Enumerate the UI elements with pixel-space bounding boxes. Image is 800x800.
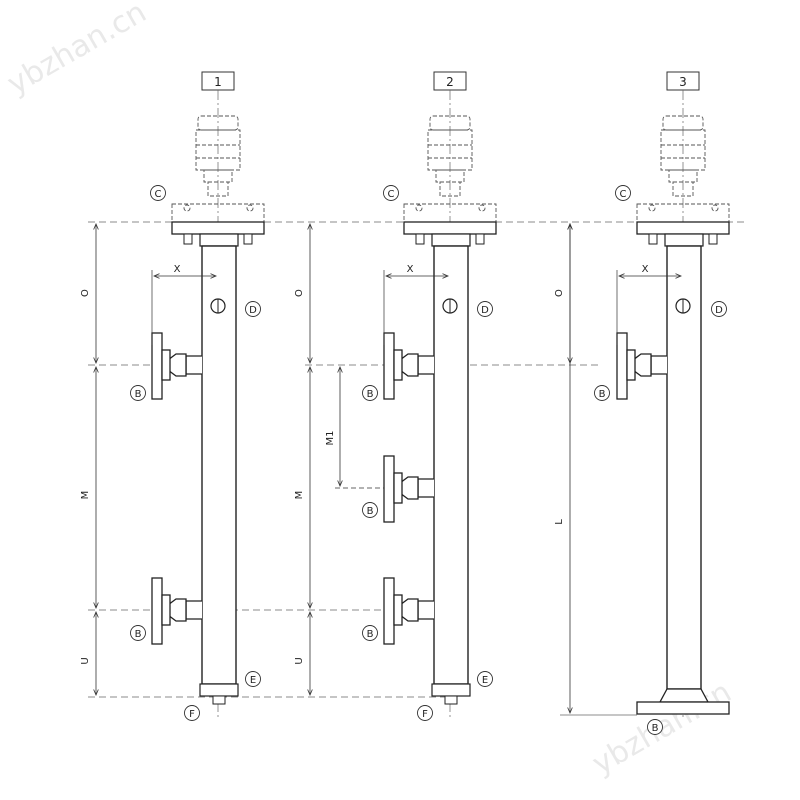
variant-3-callout-B-bottom: B bbox=[652, 723, 659, 734]
variant-1-callout-F: F bbox=[189, 709, 195, 720]
variant-1-transmitter-head bbox=[171, 115, 265, 223]
variant-2-bottom-cap bbox=[431, 683, 471, 697]
variant-3-chamber bbox=[666, 245, 702, 690]
variant-3-dim-X: X bbox=[642, 264, 649, 275]
variant-2: 2 bbox=[294, 71, 497, 721]
variant-3-callouts bbox=[594, 185, 727, 735]
variant-1-callout-C: C bbox=[155, 189, 162, 200]
shared-extension-lines bbox=[88, 221, 748, 698]
variant-2-dim-O: O bbox=[294, 289, 305, 297]
variant-1-callout-D: D bbox=[249, 305, 257, 316]
variant-1-callout-B-lower: B bbox=[135, 629, 142, 640]
variant-3-top-flange bbox=[636, 221, 730, 235]
variant-2-dim-U: U bbox=[294, 657, 305, 664]
variant-2-drain bbox=[444, 695, 458, 705]
variant-2-callout-B-upper: B bbox=[367, 389, 374, 400]
variant-1-callouts bbox=[130, 185, 261, 721]
variant-3: 3 bbox=[554, 71, 730, 735]
variant-1-dim-M: M bbox=[80, 491, 91, 500]
variant-1-upper-nozzle bbox=[151, 332, 202, 400]
variant-3-callout-C: C bbox=[620, 189, 627, 200]
variant-3-dim-O: O bbox=[554, 289, 565, 297]
variant-1-chamber bbox=[201, 245, 237, 685]
variant-2-top-flange bbox=[403, 221, 497, 235]
variant-2-lower-nozzle bbox=[383, 577, 434, 645]
variant-3-upper-nozzle bbox=[616, 332, 667, 400]
variant-3-bottom-flange bbox=[636, 688, 730, 715]
variant-2-chamber bbox=[433, 245, 469, 685]
watermark-top: ybzhan.cn bbox=[2, 0, 153, 102]
variant-1-bottom-cap bbox=[199, 683, 239, 697]
variant-2-callout-E: E bbox=[482, 675, 488, 686]
variant-1-lower-nozzle bbox=[151, 577, 202, 645]
variant-1: 1 bbox=[80, 71, 265, 721]
variant-2-callouts bbox=[362, 185, 493, 721]
variant-1-callout-B-upper: B bbox=[135, 389, 142, 400]
variant-3-dimension-lines bbox=[560, 224, 681, 716]
variant-2-number: 2 bbox=[446, 75, 454, 89]
variant-1-drain bbox=[212, 695, 226, 705]
variant-3-dim-L: L bbox=[554, 519, 565, 525]
variant-2-upper-nozzle bbox=[383, 332, 434, 400]
variant-2-dim-X: X bbox=[407, 264, 414, 275]
variant-1-top-flange bbox=[171, 221, 265, 235]
variant-1-dimension-lines bbox=[96, 224, 216, 695]
variant-2-dim-M: M bbox=[294, 491, 305, 500]
variant-3-number: 3 bbox=[679, 75, 687, 89]
variant-2-callout-C: C bbox=[388, 189, 395, 200]
variant-2-callout-B-lower: B bbox=[367, 629, 374, 640]
variant-1-dim-O: O bbox=[80, 289, 91, 297]
variant-2-callout-F: F bbox=[422, 709, 428, 720]
variant-2-callout-D: D bbox=[481, 305, 489, 316]
variant-2-dimension-lines bbox=[310, 224, 448, 695]
variant-2-dim-M1: M1 bbox=[325, 431, 336, 446]
variant-1-callout-E: E bbox=[250, 675, 256, 686]
variant-2-middle-nozzle bbox=[383, 455, 434, 523]
variant-3-callout-B-upper: B bbox=[599, 389, 606, 400]
variant-1-dim-X: X bbox=[174, 264, 181, 275]
variant-2-callout-B-middle: B bbox=[367, 506, 374, 517]
variant-1-number: 1 bbox=[214, 75, 222, 89]
variant-3-callout-D: D bbox=[715, 305, 723, 316]
variant-1-dim-U: U bbox=[80, 657, 91, 664]
